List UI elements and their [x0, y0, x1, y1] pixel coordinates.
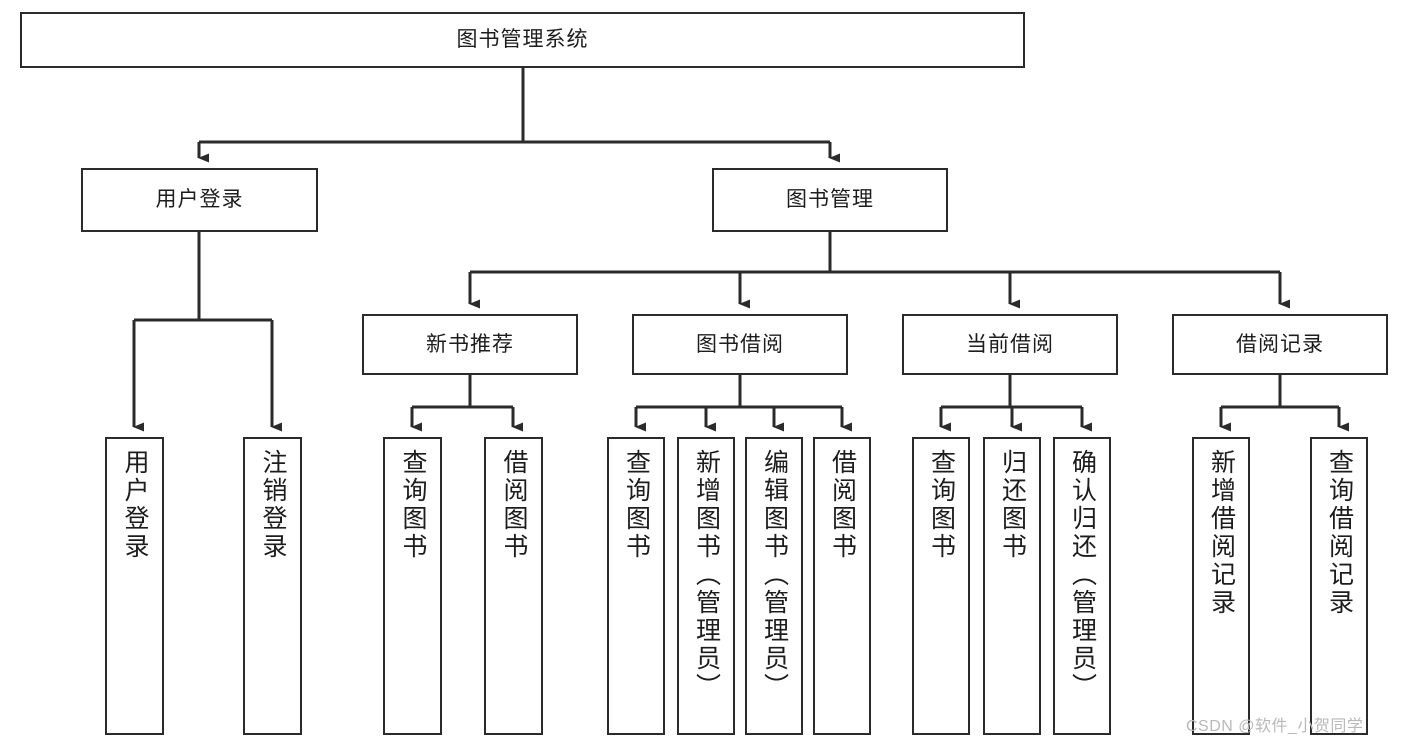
- node-book-manage-label: 图书管理: [786, 188, 874, 212]
- node-leaf-query-book-rec-label: 查询图书: [399, 449, 427, 561]
- node-leaf-add-book[interactable]: 新增图书（管理员）: [677, 437, 735, 735]
- node-current-borrow-label: 当前借阅: [966, 332, 1054, 356]
- node-user-login-label: 用户登录: [155, 188, 244, 212]
- node-book-manage[interactable]: 图书管理: [712, 168, 948, 232]
- node-leaf-add-book-label: 新增图书（管理员）: [692, 449, 721, 701]
- node-book-borrow[interactable]: 图书借阅: [632, 314, 848, 375]
- node-leaf-confirm-return[interactable]: 确认归还（管理员）: [1053, 437, 1111, 735]
- node-leaf-query-book-borrow[interactable]: 查询图书: [607, 437, 665, 735]
- node-new-book-recommend[interactable]: 新书推荐: [362, 314, 578, 375]
- node-current-borrow[interactable]: 当前借阅: [902, 314, 1118, 375]
- node-leaf-query-book-current-label: 查询图书: [927, 449, 956, 561]
- node-new-book-recommend-label: 新书推荐: [426, 332, 514, 356]
- node-leaf-borrow-book[interactable]: 借阅图书: [813, 437, 871, 735]
- node-leaf-query-book-rec[interactable]: 查询图书: [383, 437, 442, 735]
- node-leaf-add-record-label: 新增借阅记录: [1207, 449, 1236, 617]
- node-leaf-borrow-book-rec[interactable]: 借阅图书: [484, 437, 543, 735]
- node-root-label: 图书管理系统: [456, 28, 589, 52]
- node-leaf-query-book-current[interactable]: 查询图书: [912, 437, 970, 735]
- node-leaf-return-book-label: 归还图书: [998, 449, 1027, 561]
- node-leaf-confirm-return-label: 确认归还（管理员）: [1068, 449, 1097, 701]
- node-borrow-record[interactable]: 借阅记录: [1172, 314, 1388, 375]
- node-leaf-borrow-book-label: 借阅图书: [828, 449, 857, 561]
- watermark: CSDN @软件_小贺同学: [1186, 718, 1364, 735]
- node-user-login[interactable]: 用户登录: [81, 168, 318, 232]
- node-leaf-return-book[interactable]: 归还图书: [983, 437, 1041, 735]
- node-leaf-edit-book[interactable]: 编辑图书（管理员）: [745, 437, 803, 735]
- node-leaf-query-book-borrow-label: 查询图书: [622, 449, 651, 561]
- node-root[interactable]: 图书管理系统: [20, 12, 1025, 68]
- node-leaf-user-login-label: 用户登录: [121, 449, 149, 561]
- node-leaf-user-login[interactable]: 用户登录: [105, 437, 164, 735]
- node-leaf-add-record[interactable]: 新增借阅记录: [1192, 437, 1250, 735]
- node-leaf-logout[interactable]: 注销登录: [243, 437, 302, 735]
- node-leaf-query-record-label: 查询借阅记录: [1325, 449, 1354, 617]
- node-leaf-edit-book-label: 编辑图书（管理员）: [760, 449, 789, 701]
- node-leaf-borrow-book-rec-label: 借阅图书: [500, 449, 528, 561]
- node-leaf-logout-label: 注销登录: [259, 449, 287, 561]
- node-book-borrow-label: 图书借阅: [696, 332, 784, 356]
- node-leaf-query-record[interactable]: 查询借阅记录: [1310, 437, 1368, 735]
- node-borrow-record-label: 借阅记录: [1236, 332, 1324, 356]
